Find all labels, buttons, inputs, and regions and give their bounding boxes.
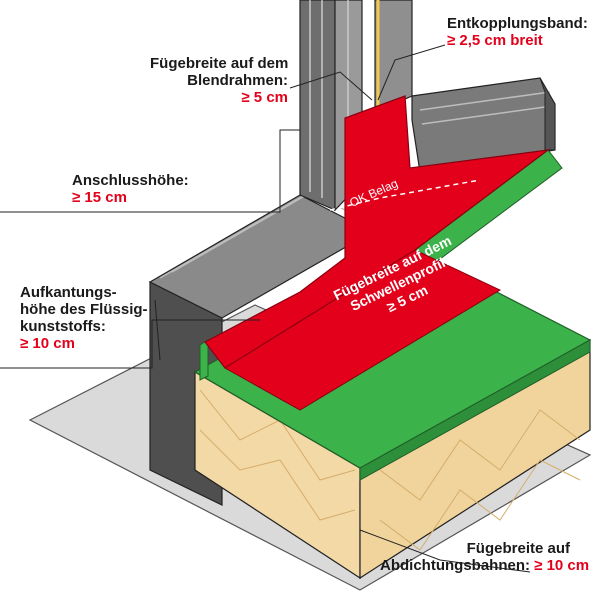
upstand-height-line3: kunststoffs: xyxy=(20,318,106,335)
upstand-height-value: ≥ 10 cm xyxy=(20,335,75,352)
frame-front-face xyxy=(299,0,336,211)
membrane-joint-line1: Fügebreite auf xyxy=(466,540,570,557)
connection-height-title: Anschlusshöhe: xyxy=(72,172,189,189)
label-frame-joint: Fügebreite auf dem Blendrahmen: ≥ 5 cm xyxy=(150,55,288,106)
sill-grooves-2 xyxy=(421,105,553,125)
frame-joint-value: ≥ 5 cm xyxy=(241,89,288,106)
membrane-joint-value: ≥ 10 cm xyxy=(534,557,590,574)
green-upstand-left xyxy=(199,339,209,381)
label-membrane-joint: Fügebreite auf Abdichtungsbahnen: ≥ 10 c… xyxy=(380,540,589,574)
green-membrane-edge xyxy=(359,339,591,481)
upstand-height-line2: höhe des Flüssig- xyxy=(20,301,148,318)
label-upstand-height: Aufkantungs- höhe des Flüssig- kunststof… xyxy=(20,284,148,352)
sill-end-face xyxy=(539,77,556,151)
label-decoupling-band: Entkopplungsband: ≥ 2,5 cm breit xyxy=(447,15,588,49)
liquid-plastic-floor xyxy=(224,249,502,411)
frame-joint-line1: Fügebreite auf dem xyxy=(150,55,289,72)
leader-lines xyxy=(0,44,531,573)
connection-height-value: ≥ 15 cm xyxy=(72,189,127,206)
sill-grooves xyxy=(419,91,551,111)
membrane-joint-line2: Abdichtungsbahnen: xyxy=(380,557,530,574)
upstand-height-line1: Aufkantungs- xyxy=(20,284,117,301)
label-connection-height: Anschlusshöhe: ≥ 15 cm xyxy=(72,172,189,206)
decoupling-band-value: ≥ 2,5 cm breit xyxy=(447,32,543,49)
decoupling-band-title: Entkopplungsband: xyxy=(447,15,588,32)
ok-belag-line xyxy=(329,179,481,211)
frame-joint-line2: Blendrahmen: xyxy=(187,72,288,89)
